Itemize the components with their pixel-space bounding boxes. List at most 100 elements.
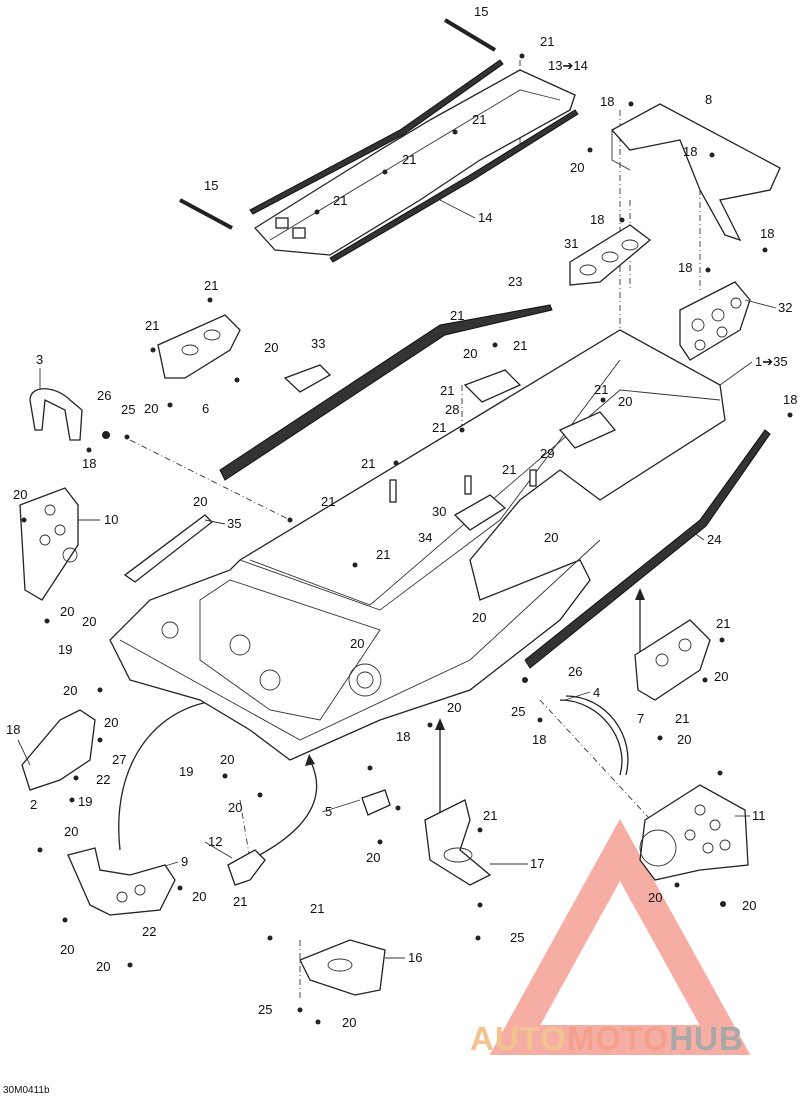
callout-label: 10 xyxy=(104,512,118,527)
callout-label: 20 xyxy=(220,752,234,767)
callout-label: 21 xyxy=(440,383,454,398)
callout-label: 35 xyxy=(227,516,241,531)
fasteners xyxy=(21,53,793,1025)
callout-label: 18 xyxy=(760,226,774,241)
callout-label: 14 xyxy=(478,210,492,225)
callout-label: 19 xyxy=(179,764,193,779)
callout-label: 20 xyxy=(193,494,207,509)
callout-label: 20 xyxy=(63,683,77,698)
callout-label: 21 xyxy=(716,616,730,631)
callout-label: 21 xyxy=(594,382,608,397)
part-8 xyxy=(610,103,781,242)
callout-label: 18 xyxy=(783,392,797,407)
callout-label: 20 xyxy=(648,890,662,905)
callout-label: 21 xyxy=(483,808,497,823)
callout-label: 20 xyxy=(60,604,74,619)
callout-label: 4 xyxy=(593,685,600,700)
callout-label: 15 xyxy=(474,4,488,19)
callout-label: 18 xyxy=(82,456,96,471)
watermark-triangle xyxy=(489,818,751,1055)
part-31 xyxy=(569,224,652,286)
callout-label: 21 xyxy=(333,193,347,208)
callout-label: 13➔14 xyxy=(548,58,588,73)
callout-label: 2 xyxy=(30,797,37,812)
callout-label: 18 xyxy=(532,732,546,747)
lower-parts xyxy=(21,709,492,996)
callout-label: 20 xyxy=(463,346,477,361)
callout-label: 30 xyxy=(432,504,446,519)
callout-label: 21 xyxy=(472,112,486,127)
callout-label: 8 xyxy=(705,92,712,107)
callout-label: 20 xyxy=(714,669,728,684)
callout-label: 25 xyxy=(258,1002,272,1017)
callout-label: 21 xyxy=(310,901,324,916)
callout-label: 21 xyxy=(321,494,335,509)
callout-label: 20 xyxy=(264,340,278,355)
watermark-brand: AUTOMOTOHUB xyxy=(470,1020,744,1058)
callout-label: 26 xyxy=(568,664,582,679)
callout-label: 15 xyxy=(204,178,218,193)
callout-label: 21 xyxy=(204,278,218,293)
drawing-code: 30M0411b xyxy=(3,1085,50,1096)
top-panel-14 xyxy=(249,59,579,263)
callout-label: 17 xyxy=(530,856,544,871)
callout-label: 21 xyxy=(432,420,446,435)
callout-label: 20 xyxy=(742,898,756,913)
callout-label: 20 xyxy=(342,1015,356,1030)
watermark-part-2: MOTO xyxy=(566,1020,670,1057)
callout-label: 21 xyxy=(376,547,390,562)
rail-23 xyxy=(219,304,553,481)
callout-label: 26 xyxy=(97,388,111,403)
callout-label: 21 xyxy=(450,308,464,323)
callout-label: 18 xyxy=(590,212,604,227)
callout-label: 21 xyxy=(361,456,375,471)
callout-label: 18 xyxy=(396,729,410,744)
callout-label: 21 xyxy=(540,34,554,49)
callout-label: 22 xyxy=(142,924,156,939)
center-parts xyxy=(389,369,617,531)
callout-label: 20 xyxy=(472,610,486,625)
callout-label: 5 xyxy=(325,804,332,819)
callout-label: 20 xyxy=(228,800,242,815)
callout-leaders xyxy=(17,199,777,959)
left-parts xyxy=(19,314,332,601)
callout-label: 3 xyxy=(36,352,43,367)
callout-label: 18 xyxy=(678,260,692,275)
callout-label: 18 xyxy=(683,144,697,159)
callout-label: 29 xyxy=(540,446,554,461)
callout-label: 7 xyxy=(637,711,644,726)
callout-label: 19 xyxy=(78,794,92,809)
callout-label: 21 xyxy=(145,318,159,333)
part-32 xyxy=(679,281,751,361)
callout-label: 20 xyxy=(447,700,461,715)
callout-label: 25 xyxy=(510,930,524,945)
rods-15 xyxy=(179,18,497,230)
callout-label: 1➔35 xyxy=(755,354,788,369)
callout-label: 6 xyxy=(202,401,209,416)
callout-label: 20 xyxy=(618,394,632,409)
callout-label: 18 xyxy=(6,722,20,737)
callout-label: 20 xyxy=(60,942,74,957)
callout-label: 22 xyxy=(96,772,110,787)
callout-label: 21 xyxy=(502,462,516,477)
callout-label: 20 xyxy=(677,732,691,747)
callout-label: 28 xyxy=(445,402,459,417)
callout-label: 34 xyxy=(418,530,432,545)
watermark-part-1: AUTO xyxy=(470,1020,567,1057)
callout-label: 20 xyxy=(96,959,110,974)
callout-label: 20 xyxy=(192,889,206,904)
callout-label: 12 xyxy=(208,834,222,849)
callout-label: 9 xyxy=(181,854,188,869)
callout-label: 21 xyxy=(233,894,247,909)
watermark-part-3: HUB xyxy=(669,1020,744,1057)
callout-label: 21 xyxy=(513,338,527,353)
callout-label: 20 xyxy=(82,614,96,629)
callout-label: 21 xyxy=(402,152,416,167)
callout-label: 20 xyxy=(350,636,364,651)
callout-label: 20 xyxy=(570,160,584,175)
callout-label: 20 xyxy=(64,824,78,839)
callout-label: 27 xyxy=(112,752,126,767)
callout-label: 33 xyxy=(311,336,325,351)
callout-label: 16 xyxy=(408,950,422,965)
